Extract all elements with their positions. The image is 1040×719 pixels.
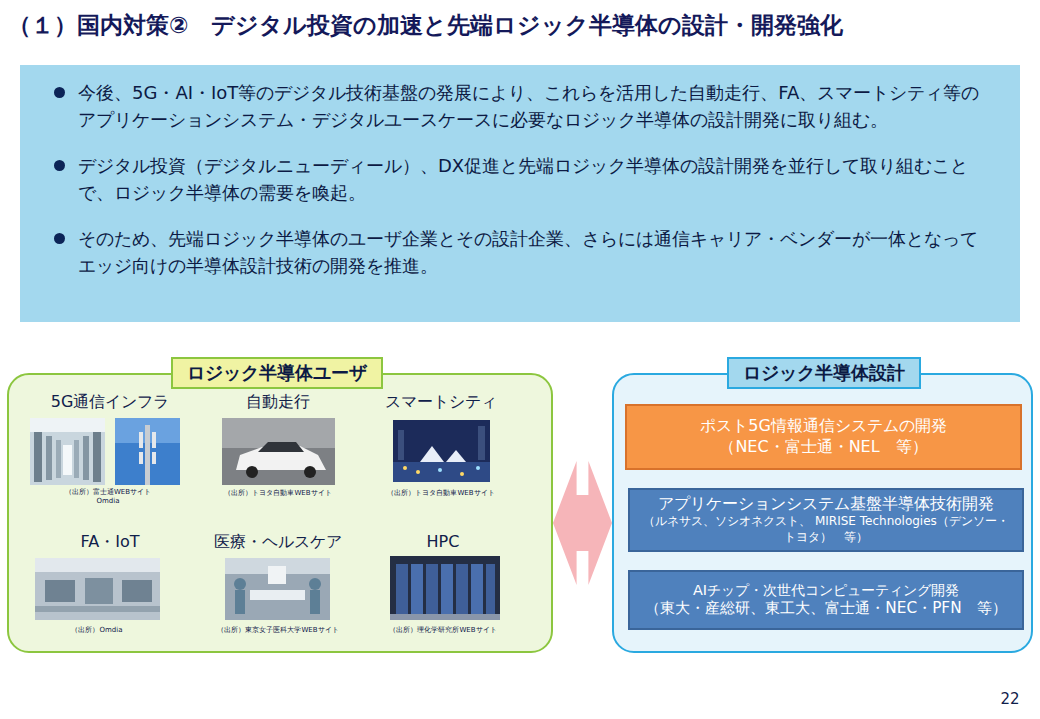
source-note: （出所）理化学研究所WEBサイト	[378, 626, 508, 635]
project-box: アプリケーションシステム基盤半導体技術開発（ルネサス、ソシオネクスト、 MIRI…	[628, 488, 1024, 552]
design-group-panel: ロジック半導体設計ポスト5G情報通信システムの開発（NEC・富士通・NEL 等）…	[612, 373, 1033, 653]
project-box: AIチップ・次世代コンピューティング開発（東大・産総研、東工大、富士通・NEC・…	[628, 570, 1024, 630]
participants: （ルネサス、ソシオネクスト、 MIRISE Technologies（デンソー・…	[638, 514, 1014, 545]
source-note: （出所）東京女子医科大学WEBサイト	[203, 626, 353, 635]
double-arrow	[553, 461, 612, 585]
box-content: アプリケーションシステム基盤半導体技術開発（ルネサス、ソシオネクスト、 MIRI…	[630, 490, 1022, 550]
user-group-panel: ロジック半導体ユーザ	[7, 373, 553, 653]
category-label: スマートシティ	[366, 392, 516, 413]
box-content: AIチップ・次世代コンピューティング開発（東大・産総研、東工大、富士通・NEC・…	[630, 572, 1022, 628]
page-title: （１）国内対策② デジタル投資の加速と先端ロジック半導体の設計・開発強化	[8, 10, 1038, 41]
bullet-item: 今後、5G・AI・IoT等のデジタル技術基盤の発展により、これらを活用した自動走…	[78, 79, 990, 133]
project-box: ポスト5G情報通信システムの開発（NEC・富士通・NEL 等）	[625, 404, 1022, 470]
bullet-text: そのため、先端ロジック半導体のユーザ企業とその設計企業、さらには通信キャリア・ベ…	[78, 225, 990, 279]
source-note: （出所）トヨタ自動車WEBサイト	[213, 489, 343, 498]
category-label: 自動走行	[203, 392, 353, 413]
category-label: FA・IoT	[35, 532, 185, 553]
antenna-photo	[115, 418, 180, 485]
bullet-dot	[54, 233, 65, 244]
smart-city-photo	[393, 420, 490, 482]
supercomputer-photo	[390, 556, 500, 620]
participants: （NEC・富士通・NEL 等）	[719, 437, 927, 458]
car-photo	[222, 418, 335, 485]
project-name: AIチップ・次世代コンピューティング開発	[693, 581, 959, 600]
source-note: （出所）富士通WEBサイト Omdia	[62, 488, 154, 506]
group-heading: ロジック半導体設計	[727, 357, 921, 389]
participants: （東大・産総研、東工大、富士通・NEC・PFN 等）	[645, 599, 1006, 619]
group-heading: ロジック半導体ユーザ	[171, 357, 383, 389]
bullet-dot	[54, 160, 65, 171]
bullet-text: デジタル投資（デジタルニューディール）、DX促進と先端ロジック半導体の設計開発を…	[78, 152, 990, 206]
bullet-dot	[54, 87, 65, 98]
bullet-item: そのため、先端ロジック半導体のユーザ企業とその設計企業、さらには通信キャリア・ベ…	[78, 225, 990, 279]
category-label: HPC	[383, 532, 503, 553]
source-note: （出所）トヨタ自動車WEBサイト	[376, 489, 506, 498]
bullet-item: デジタル投資（デジタルニューディール）、DX促進と先端ロジック半導体の設計開発を…	[78, 152, 990, 206]
project-name: ポスト5G情報通信システムの開発	[700, 416, 947, 437]
category-label: 医療・ヘルスケア	[193, 532, 363, 553]
page-number: 22	[990, 690, 1030, 710]
bullet-text: 今後、5G・AI・IoT等のデジタル技術基盤の発展により、これらを活用した自動走…	[78, 79, 990, 133]
project-name: アプリケーションシステム基盤半導体技術開発	[658, 494, 994, 514]
factory-photo	[35, 558, 160, 620]
source-note: （出所）Omdia	[37, 626, 157, 635]
server-room-photo	[30, 418, 105, 485]
summary-panel: 今後、5G・AI・IoT等のデジタル技術基盤の発展により、これらを活用した自動走…	[20, 65, 1020, 322]
category-label: 5G通信インフラ	[10, 392, 210, 413]
surgery-photo	[225, 558, 330, 620]
box-content: ポスト5G情報通信システムの開発（NEC・富士通・NEL 等）	[627, 406, 1020, 468]
